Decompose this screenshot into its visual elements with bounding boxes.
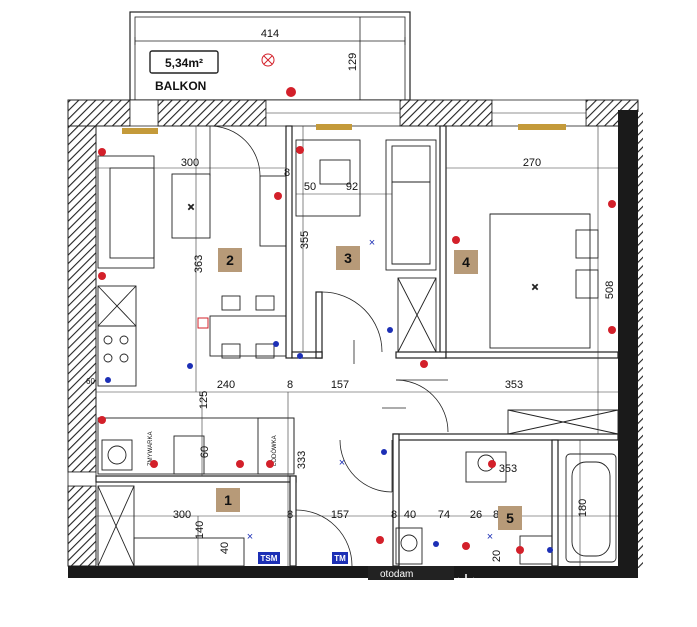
dim-40-b: 40 [219,542,231,554]
bathtub [565,453,617,563]
tsm-label: TSM [261,554,278,563]
portal-box [368,566,454,580]
balcony-area: 5,34m² [165,56,203,70]
dim-60: 60 [199,446,211,458]
electrical-symbols: × × × × [98,146,616,554]
dim-508: 508 [604,281,616,299]
dining-table [209,315,287,357]
dim-92: 92 [346,181,358,193]
dim-363: 363 [193,255,205,273]
room-badges: 1 2 3 4 5 [216,246,522,530]
balcony-socket-icon [286,87,296,97]
tm-label: TM [334,554,346,563]
dim-26: 26 [470,509,482,521]
sofa [97,155,155,269]
tsm-box [258,552,280,564]
room-5-badge [498,506,522,530]
outer-walls [67,99,643,578]
dim-240: 240 [217,379,235,391]
interior-walls [95,125,619,567]
svg-text:×: × [247,531,253,543]
room-1-badge [216,488,240,512]
leader-line-1: Lider [403,590,421,599]
stove [97,325,137,387]
fridge-label: LODÓWKA [271,435,278,466]
dim-353-a: 353 [505,379,523,391]
balcony-light-icon [261,53,275,67]
washing-machine [395,527,423,565]
dimension-lines [96,126,618,566]
dim-333: 333 [296,451,308,469]
dim-8-c: 8 [287,509,293,521]
room-2-badge [218,248,242,272]
appliance-labels: 60 ZMYWARKA LODÓWKA TSM TM [86,377,348,564]
single-bed [385,139,437,271]
room-4-number: 4 [462,254,470,270]
dim-125: 125 [198,391,210,409]
watermark: 4TE PIĘTRO KREDYTY · NIERUCHOMOŚCI otoda… [204,566,478,610]
doors [209,125,449,567]
svg-text:×: × [487,531,493,543]
dim-8-d: 8 [391,509,397,521]
svg-text:×: × [187,200,194,214]
star-logo-icon [454,574,478,598]
dim-353-b: 353 [499,463,517,475]
windows [67,99,587,487]
balcony-label: BALKON [155,79,206,93]
room-3-badge [336,246,360,270]
hall-shelf [133,537,245,567]
dim-355: 355 [299,231,311,249]
balcony-depth-dim: 129 [347,53,359,71]
oven-label: 60 [86,377,95,386]
room-1-number: 1 [224,492,232,508]
svg-text:×: × [339,457,345,469]
dim-157-a: 157 [331,379,349,391]
dim-157-b: 157 [331,509,349,521]
room-5-number: 5 [506,510,514,526]
portal-name: otodam [380,569,413,580]
wardrobe [97,485,135,567]
wardrobe-room4 [507,409,619,435]
furniture: × [97,155,295,567]
dim-74: 74 [438,509,450,521]
kitchen-counter [97,417,295,475]
dim-8-a: 8 [284,167,290,179]
room-3-number: 3 [344,250,352,266]
room-4-badge [454,250,478,274]
dim-20: 20 [491,550,503,562]
dim-50: 50 [304,181,316,193]
dim-8-e: 8 [493,509,499,521]
balcony: 5,34m² BALKON 414 129 [129,11,411,101]
washbasin [465,451,507,483]
dim-300-bottom: 300 [173,509,191,521]
dim-40-a: 40 [404,509,416,521]
coffee-table [171,173,211,239]
wardrobe-room3 [397,277,437,353]
desk [295,139,361,217]
room-2-number: 2 [226,252,234,268]
dimension-labels: 300 8 50 92 270 355 363 508 240 8 157 35… [173,157,616,562]
dishwasher-label: ZMYWARKA [148,432,154,466]
bedroom-furniture: × [295,139,619,435]
balcony-area-box [149,50,219,74]
kitchen-unit [173,435,205,475]
double-bed [489,213,591,349]
balcony-width-dim: 414 [261,28,279,40]
dim-140: 140 [194,521,206,539]
sink [101,439,133,471]
svg-text:×: × [531,280,538,294]
leader-line-2: nieruchomości — 2022 [371,601,453,610]
dim-270: 270 [523,157,541,169]
dim-8-b: 8 [287,379,293,391]
svg-text:×: × [369,237,375,249]
tv-cabinet [259,175,287,247]
fridge [257,417,295,475]
dim-180: 180 [577,499,589,517]
brand-tagline: KREDYTY · NIERUCHOMOŚCI [206,596,328,605]
brand-name: 4TE PIĘTRO [204,575,313,594]
dim-300-top: 300 [181,157,199,169]
tm-box [332,552,348,564]
